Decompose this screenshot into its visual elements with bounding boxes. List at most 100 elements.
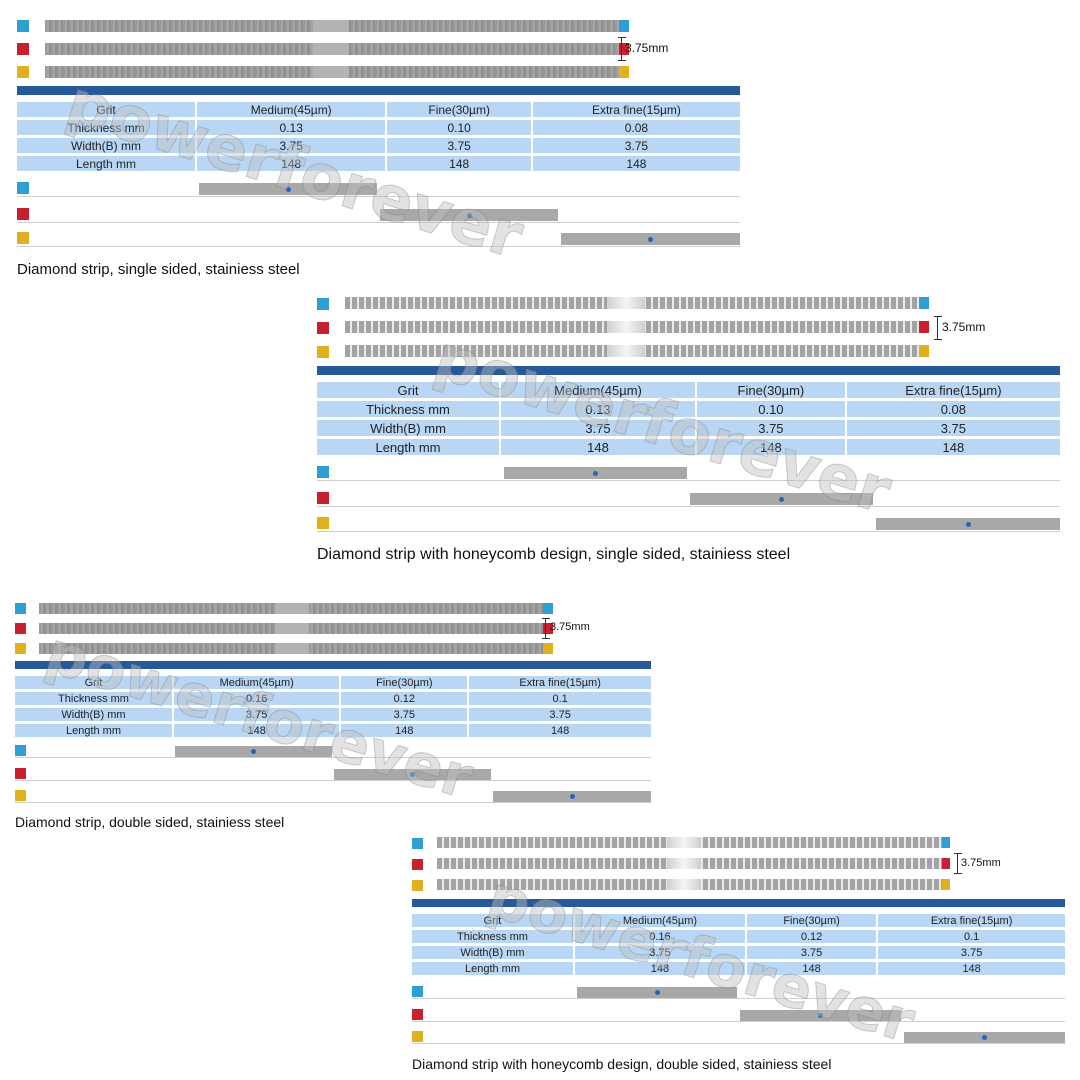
color-swatch-blue <box>412 838 423 849</box>
product-caption: Diamond strip, double sided, stainiess s… <box>15 814 285 830</box>
table-cell: 3.75 <box>532 138 740 153</box>
table-header-bar <box>17 86 740 95</box>
width-dimension-label: 3.75mm <box>942 320 986 334</box>
col-header-extra-fine: Extra fine(15µm) <box>878 914 1065 927</box>
table-cell: 148 <box>746 962 877 975</box>
grit-row-extra-fine <box>317 517 1060 532</box>
table-header-bar <box>15 661 651 669</box>
strip-image-medium <box>437 837 950 848</box>
table-cell: 3.75 <box>387 138 531 153</box>
table-cell: 0.16 <box>174 692 340 705</box>
row-label-width: Width(B) mm <box>317 420 499 436</box>
row-label-width: Width(B) mm <box>15 708 172 721</box>
strip-image-fine <box>39 623 553 634</box>
table-cell: 0.10 <box>697 401 845 417</box>
table-header-bar <box>412 899 1065 907</box>
table-cell: 0.1 <box>878 930 1065 943</box>
table-cell: 0.13 <box>197 120 386 135</box>
col-header-grit: Grit <box>17 102 195 117</box>
table-cell: 0.12 <box>341 692 468 705</box>
strip-image-fine <box>345 321 929 333</box>
grit-row-medium <box>17 182 740 197</box>
col-header-grit: Grit <box>317 382 499 398</box>
grit-indicator-extra-fine <box>561 233 740 245</box>
color-swatch-yellow <box>412 880 423 891</box>
product-caption: Diamond strip, single sided, stainiess s… <box>17 261 300 278</box>
table-cell: 0.10 <box>387 120 531 135</box>
width-dimension-bracket <box>934 316 942 340</box>
strip-image-extra-fine <box>45 66 629 78</box>
grit-row-fine <box>317 492 1060 507</box>
col-header-fine: Fine(30µm) <box>697 382 845 398</box>
table-cell: 3.75 <box>846 420 1060 436</box>
grit-indicator-medium <box>504 467 687 479</box>
table-cell: 3.75 <box>575 946 745 959</box>
row-label-thickness: Thickness mm <box>412 930 573 943</box>
row-label-length: Length mm <box>17 156 195 171</box>
grit-row-medium <box>317 466 1060 481</box>
table-cell: 148 <box>846 439 1060 455</box>
table-cell: 148 <box>387 156 531 171</box>
table-cell: 148 <box>174 724 340 737</box>
col-header-grit: Grit <box>15 676 172 689</box>
table-cell: 3.75 <box>341 708 468 721</box>
row-label-length: Length mm <box>15 724 172 737</box>
color-swatch-yellow <box>17 66 29 78</box>
grit-row-extra-fine <box>17 232 740 247</box>
table-cell: 3.75 <box>174 708 340 721</box>
grit-row-medium <box>15 745 651 758</box>
color-swatch-yellow <box>15 643 26 654</box>
col-header-medium: Medium(45µm) <box>501 382 696 398</box>
grit-row-extra-fine <box>15 790 651 803</box>
grit-row-fine <box>15 768 651 781</box>
row-label-thickness: Thickness mm <box>15 692 172 705</box>
width-dimension-label: 3.75mm <box>961 857 1001 869</box>
grit-row-extra-fine <box>412 1031 1065 1044</box>
strip-image-extra-fine <box>345 345 929 357</box>
table-cell: 148 <box>532 156 740 171</box>
product-caption: Diamond strip with honeycomb design, dou… <box>412 1056 832 1072</box>
row-label-thickness: Thickness mm <box>17 120 195 135</box>
color-swatch-blue <box>317 298 329 310</box>
width-dimension-bracket <box>954 853 962 874</box>
col-header-fine: Fine(30µm) <box>341 676 468 689</box>
row-label-thickness: Thickness mm <box>317 401 499 417</box>
grit-indicator-fine <box>690 493 873 505</box>
table-cell: 148 <box>697 439 845 455</box>
table-cell: 148 <box>878 962 1065 975</box>
table-cell: 0.08 <box>846 401 1060 417</box>
col-header-medium: Medium(45µm) <box>197 102 386 117</box>
grit-indicator-medium <box>199 183 377 195</box>
table-header-bar <box>317 366 1060 375</box>
table-cell: 148 <box>341 724 468 737</box>
table-cell: 0.12 <box>746 930 877 943</box>
strip-image-medium <box>45 20 629 32</box>
grit-indicator-fine <box>380 209 558 221</box>
table-cell: 0.16 <box>575 930 745 943</box>
table-cell: 148 <box>501 439 696 455</box>
color-swatch-blue <box>15 603 26 614</box>
row-label-width: Width(B) mm <box>412 946 573 959</box>
table-cell: 148 <box>469 724 651 737</box>
strip-image-extra-fine <box>437 879 950 890</box>
grit-indicator-medium <box>577 987 737 998</box>
col-header-grit: Grit <box>412 914 573 927</box>
col-header-extra-fine: Extra fine(15µm) <box>846 382 1060 398</box>
color-swatch-yellow <box>317 346 329 358</box>
table-cell: 3.75 <box>197 138 386 153</box>
table-cell: 3.75 <box>697 420 845 436</box>
strip-image-fine <box>45 43 629 55</box>
table-cell: 0.1 <box>469 692 651 705</box>
strip-image-medium <box>345 297 929 309</box>
strip-image-medium <box>39 603 553 614</box>
grit-row-fine <box>412 1009 1065 1022</box>
grit-row-fine <box>17 208 740 223</box>
col-header-fine: Fine(30µm) <box>387 102 531 117</box>
table-cell: 148 <box>575 962 745 975</box>
